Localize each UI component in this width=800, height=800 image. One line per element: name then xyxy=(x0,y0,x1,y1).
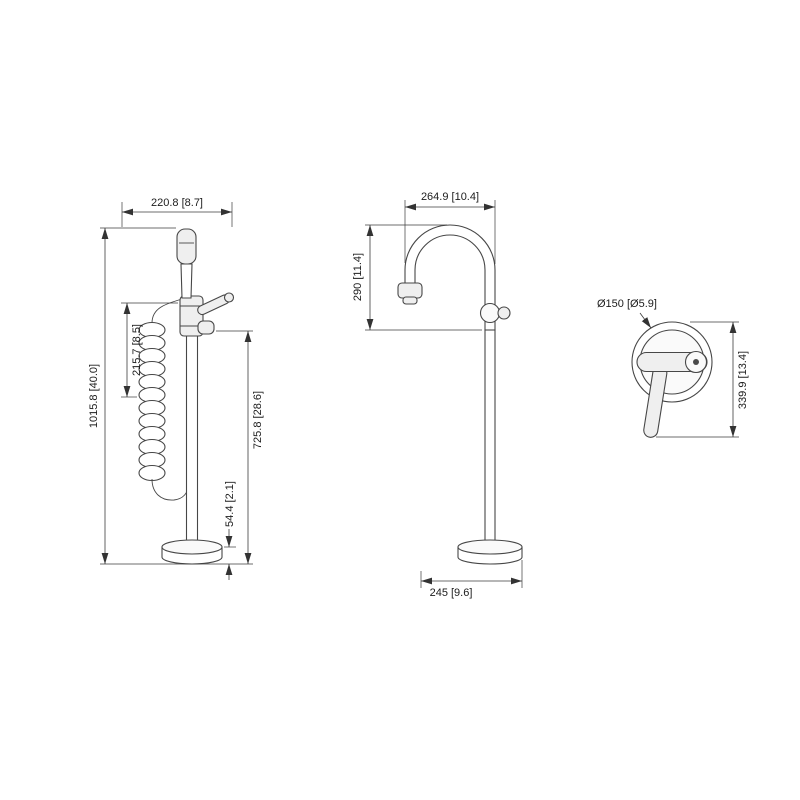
handle-screw-dot xyxy=(693,359,699,365)
dim-top-diameter: Ø150 [Ø5.9] xyxy=(597,298,657,329)
dim-label-front-width-top: 220.8 [8.7] xyxy=(151,197,203,209)
riser-column-side xyxy=(484,329,496,548)
spray-head-side xyxy=(397,282,423,299)
spray-nozzle-side xyxy=(402,296,418,305)
base-top-side xyxy=(457,539,523,555)
dim-front-height-total: 1015.8 [40.0] xyxy=(88,227,253,565)
side-view xyxy=(397,224,523,565)
dim-label-top-handle-length: 339.9 [13.4] xyxy=(737,351,749,409)
riser-column xyxy=(185,333,199,548)
handshower-hose-top xyxy=(151,298,183,324)
spout-outlet xyxy=(197,320,215,335)
handshower-head xyxy=(176,228,197,265)
dim-front-width-top: 220.8 [8.7] xyxy=(121,197,233,227)
lever-knob-front xyxy=(223,292,235,303)
top-view xyxy=(631,321,713,438)
dim-front-height-spout: 725.8 [28.6] xyxy=(216,330,264,564)
dim-label-top-diameter: Ø150 [Ø5.9] xyxy=(597,298,657,310)
front-view xyxy=(138,228,235,565)
dim-front-height-base: 54.4 [2.1] xyxy=(224,481,236,580)
hose-coil xyxy=(138,321,166,482)
dim-label-front-height-spout: 725.8 [28.6] xyxy=(252,391,264,449)
handshower-handle xyxy=(180,263,193,299)
handle-knob-side xyxy=(497,306,511,320)
dim-top-handle-length: 339.9 [13.4] xyxy=(656,321,749,438)
handshower-hose-bottom xyxy=(151,478,189,501)
dim-side-width-base: 245 [9.6] xyxy=(420,560,523,599)
dim-label-front-height-total: 1015.8 [40.0] xyxy=(88,364,100,428)
dim-label-side-height-spout-top: 290 [11.4] xyxy=(352,253,364,301)
dim-label-side-width-top: 264.9 [10.4] xyxy=(421,191,479,203)
dim-label-side-width-base: 245 [9.6] xyxy=(430,587,473,599)
dim-side-width-top: 264.9 [10.4] xyxy=(404,191,496,264)
dim-side-height-spout-top: 290 [11.4] xyxy=(352,224,482,331)
dim-label-front-height-handshower: 215.7 [8.5] xyxy=(131,324,143,376)
dim-front-height-handshower: 215.7 [8.5] xyxy=(121,302,178,398)
base-top-front xyxy=(161,539,223,555)
swivel-collar-side xyxy=(479,302,501,324)
dim-label-front-height-base: 54.4 [2.1] xyxy=(224,481,236,527)
